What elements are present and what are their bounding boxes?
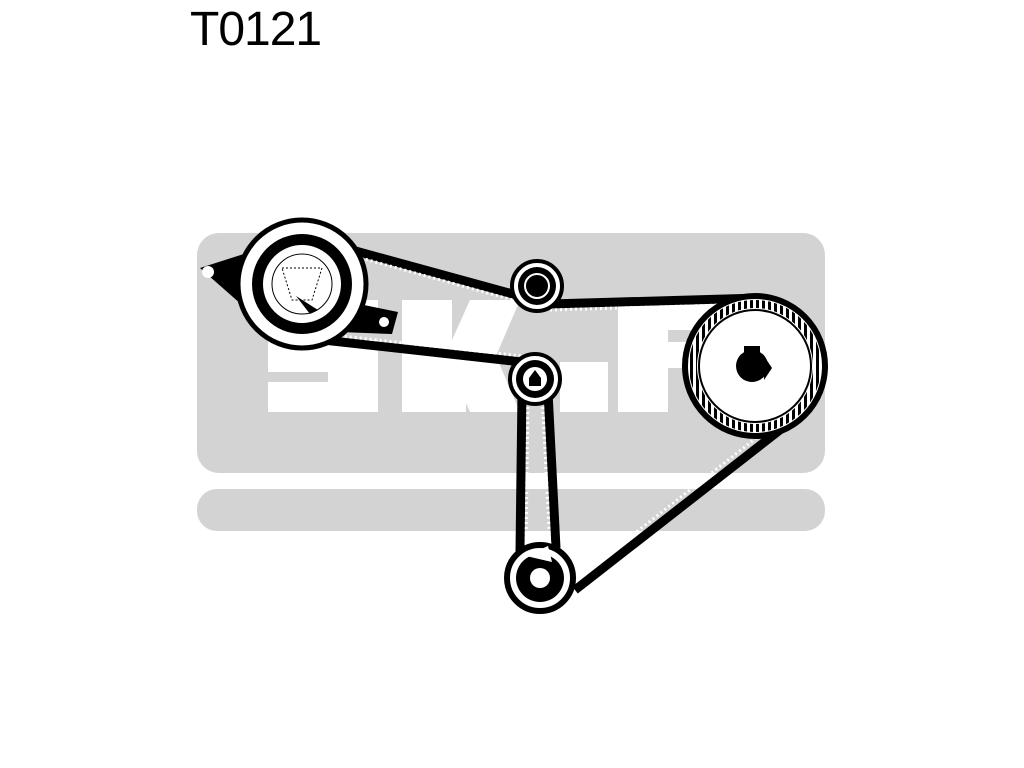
part-number-title: T0121 <box>190 3 322 56</box>
tensioner-pulley <box>200 217 398 351</box>
upper-idler-pulley <box>510 259 564 313</box>
camshaft-sprocket <box>682 293 828 439</box>
lower-idler-pulley <box>508 352 562 406</box>
crankshaft-sprocket <box>504 542 576 614</box>
